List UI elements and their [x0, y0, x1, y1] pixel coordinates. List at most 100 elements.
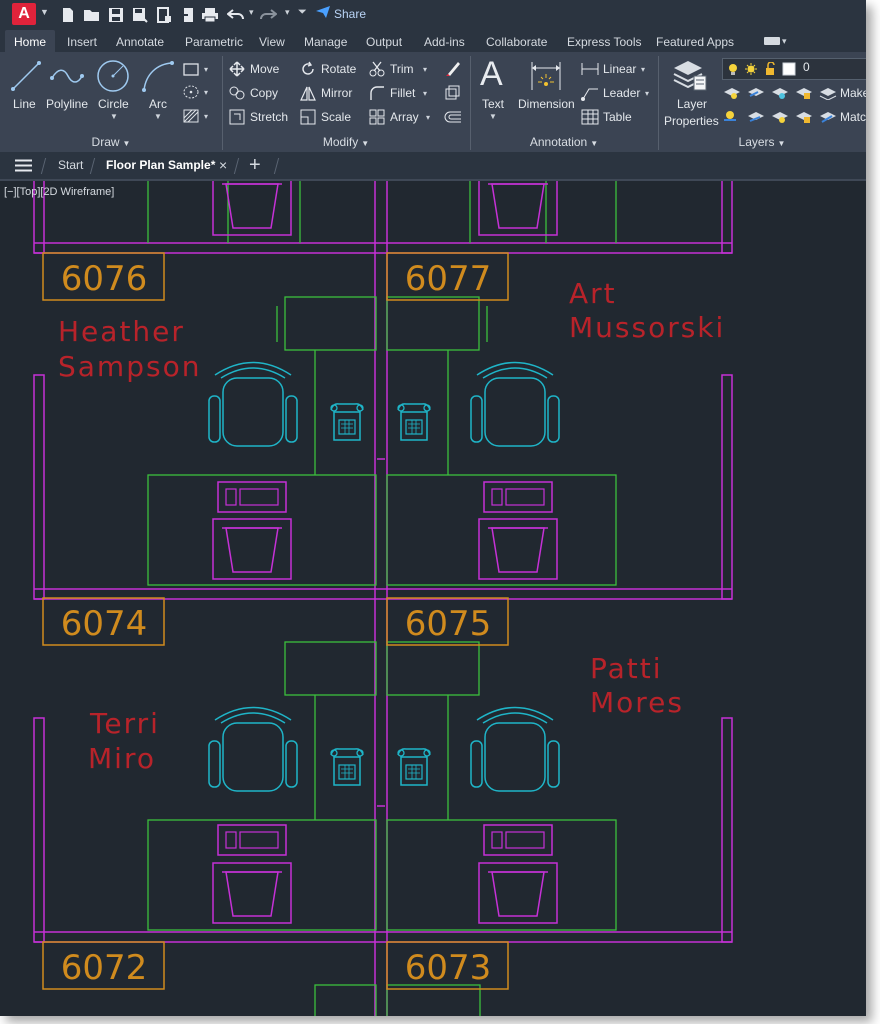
hatch-icon[interactable]: [183, 85, 199, 99]
floor-plan-drawing[interactable]: 6076 6077 6074 6075 6072 6073 Heather Sa…: [0, 181, 866, 1016]
occupant-name-line[interactable]: Mussorski: [569, 311, 725, 344]
arc-dropdown-icon[interactable]: ▼: [154, 112, 162, 121]
room-number-6072[interactable]: 6072: [61, 948, 148, 988]
layers-panel-title[interactable]: Layers▼: [658, 133, 866, 151]
tab-insert[interactable]: Insert: [67, 35, 98, 49]
tab-add-ins[interactable]: Add-ins: [424, 35, 465, 49]
gradient-hatch-icon[interactable]: [183, 109, 199, 123]
table-icon[interactable]: [581, 109, 599, 125]
modify-panel-caret-icon: ▼: [361, 139, 370, 148]
tab-output[interactable]: Output: [366, 35, 403, 49]
text-dropdown-icon[interactable]: ▼: [489, 112, 497, 121]
hatch-dropdown-icon[interactable]: ▾: [204, 112, 209, 121]
layer-dropdown[interactable]: 0: [722, 58, 866, 80]
text-icon[interactable]: A: [480, 55, 503, 93]
undo-icon[interactable]: [226, 5, 246, 25]
room-number-6073[interactable]: 6073: [405, 948, 492, 988]
circle-dropdown-icon[interactable]: ▼: [110, 112, 118, 121]
redo-dropdown-icon[interactable]: ▾: [285, 7, 290, 17]
polyline-icon[interactable]: [49, 62, 85, 90]
rectangle-dropdown-icon[interactable]: ▾: [204, 65, 209, 74]
tab-manage[interactable]: Manage: [304, 35, 348, 49]
print-icon[interactable]: [200, 5, 220, 25]
close-tab-icon[interactable]: ×: [219, 157, 228, 173]
leader-icon[interactable]: [581, 85, 599, 101]
make-current-label[interactable]: Make C: [840, 86, 866, 100]
new-icon[interactable]: [58, 5, 78, 25]
ellipse-dropdown-icon[interactable]: ▾: [204, 88, 209, 97]
polyline-label: Polyline: [46, 97, 89, 111]
occupant-name-line[interactable]: Sampson: [58, 350, 201, 383]
array-icon[interactable]: [369, 109, 385, 125]
copy-label: Copy: [250, 86, 279, 100]
app-menu-caret-icon[interactable]: ▼: [40, 7, 49, 17]
room-number-6075[interactable]: 6075: [405, 604, 492, 644]
offset-icon[interactable]: [444, 109, 462, 125]
occupant-name-line[interactable]: Terri: [89, 707, 160, 740]
occupant-name-line[interactable]: Patti: [590, 652, 663, 685]
occupant-name-line[interactable]: Heather: [58, 315, 185, 348]
modify-panel-title[interactable]: Modify▼: [222, 133, 470, 151]
plot-preview-icon[interactable]: [154, 5, 174, 25]
open-icon[interactable]: [82, 5, 102, 25]
viewport-controls-label[interactable]: [−][Top][2D Wireframe]: [4, 186, 115, 198]
occupant-name-line[interactable]: Art: [569, 277, 617, 310]
layer-tools-row-1-icons[interactable]: [722, 84, 842, 100]
occupant-name-line[interactable]: Miro: [88, 742, 156, 775]
autocad-logo[interactable]: A: [12, 3, 36, 25]
ribbon-minimize-caret-icon[interactable]: ▾: [782, 36, 787, 46]
fillet-icon[interactable]: [369, 85, 385, 101]
linear-icon[interactable]: [581, 62, 599, 76]
trim-icon[interactable]: [369, 61, 385, 77]
tab-annotate[interactable]: Annotate: [116, 35, 165, 49]
stretch-icon[interactable]: [229, 109, 245, 125]
redo-icon[interactable]: [258, 5, 278, 25]
draw-panel-label: Draw: [91, 135, 120, 149]
circle-icon[interactable]: [96, 59, 130, 93]
linear-dropdown-icon[interactable]: ▾: [641, 65, 646, 74]
match-label[interactable]: Match: [840, 110, 866, 124]
room-number-6074[interactable]: 6074: [61, 604, 148, 644]
arc-icon[interactable]: [141, 60, 175, 92]
ribbon-minimize-icon[interactable]: [764, 37, 780, 45]
occupant-name-line[interactable]: Mores: [590, 686, 684, 719]
tab-home[interactable]: Home: [5, 30, 56, 52]
drawing-viewport[interactable]: 6076 6077 6074 6075 6072 6073 Heather Sa…: [0, 181, 866, 1016]
publish-icon[interactable]: [178, 5, 198, 25]
trim-dropdown-icon[interactable]: ▾: [423, 65, 428, 74]
tab-parametric[interactable]: Parametric: [185, 35, 244, 49]
floor-plan-tab[interactable]: Floor Plan Sample*: [106, 158, 216, 172]
hamburger-menu-icon[interactable]: [15, 159, 32, 172]
layer-tools-row-2-icons[interactable]: [722, 108, 842, 124]
draw-panel-title[interactable]: Draw▼: [0, 133, 222, 151]
mirror-label: Mirror: [321, 86, 353, 100]
dimension-icon[interactable]: [528, 60, 564, 92]
move-icon[interactable]: [229, 61, 245, 77]
mirror-icon[interactable]: [300, 85, 316, 101]
tab-view[interactable]: View: [259, 35, 285, 49]
start-tab[interactable]: Start: [58, 158, 84, 172]
layer-properties-icon[interactable]: [672, 58, 708, 92]
tab-express-tools[interactable]: Express Tools: [567, 35, 642, 49]
leader-dropdown-icon[interactable]: ▾: [645, 89, 650, 98]
array-dropdown-icon[interactable]: ▾: [426, 113, 431, 122]
save-as-icon[interactable]: [130, 5, 150, 25]
tab-featured-apps[interactable]: Featured Apps: [656, 35, 735, 49]
share-button[interactable]: Share: [316, 6, 366, 21]
rectangle-icon[interactable]: [183, 63, 199, 76]
annotation-panel-title[interactable]: Annotation▼: [470, 133, 658, 151]
explode-icon[interactable]: [444, 85, 460, 101]
save-icon[interactable]: [106, 5, 126, 25]
erase-icon[interactable]: [444, 60, 462, 78]
undo-dropdown-icon[interactable]: ▾: [249, 7, 254, 17]
customize-icon[interactable]: ⏷: [298, 6, 307, 18]
room-number-6077[interactable]: 6077: [405, 259, 492, 299]
new-tab-icon[interactable]: +: [249, 154, 261, 176]
room-number-6076[interactable]: 6076: [61, 259, 148, 299]
copy-icon[interactable]: [229, 85, 245, 101]
rotate-icon[interactable]: [300, 61, 316, 77]
scale-icon[interactable]: [300, 109, 316, 125]
fillet-dropdown-icon[interactable]: ▾: [423, 89, 428, 98]
tab-collaborate[interactable]: Collaborate: [486, 35, 548, 49]
line-icon[interactable]: [10, 60, 42, 92]
